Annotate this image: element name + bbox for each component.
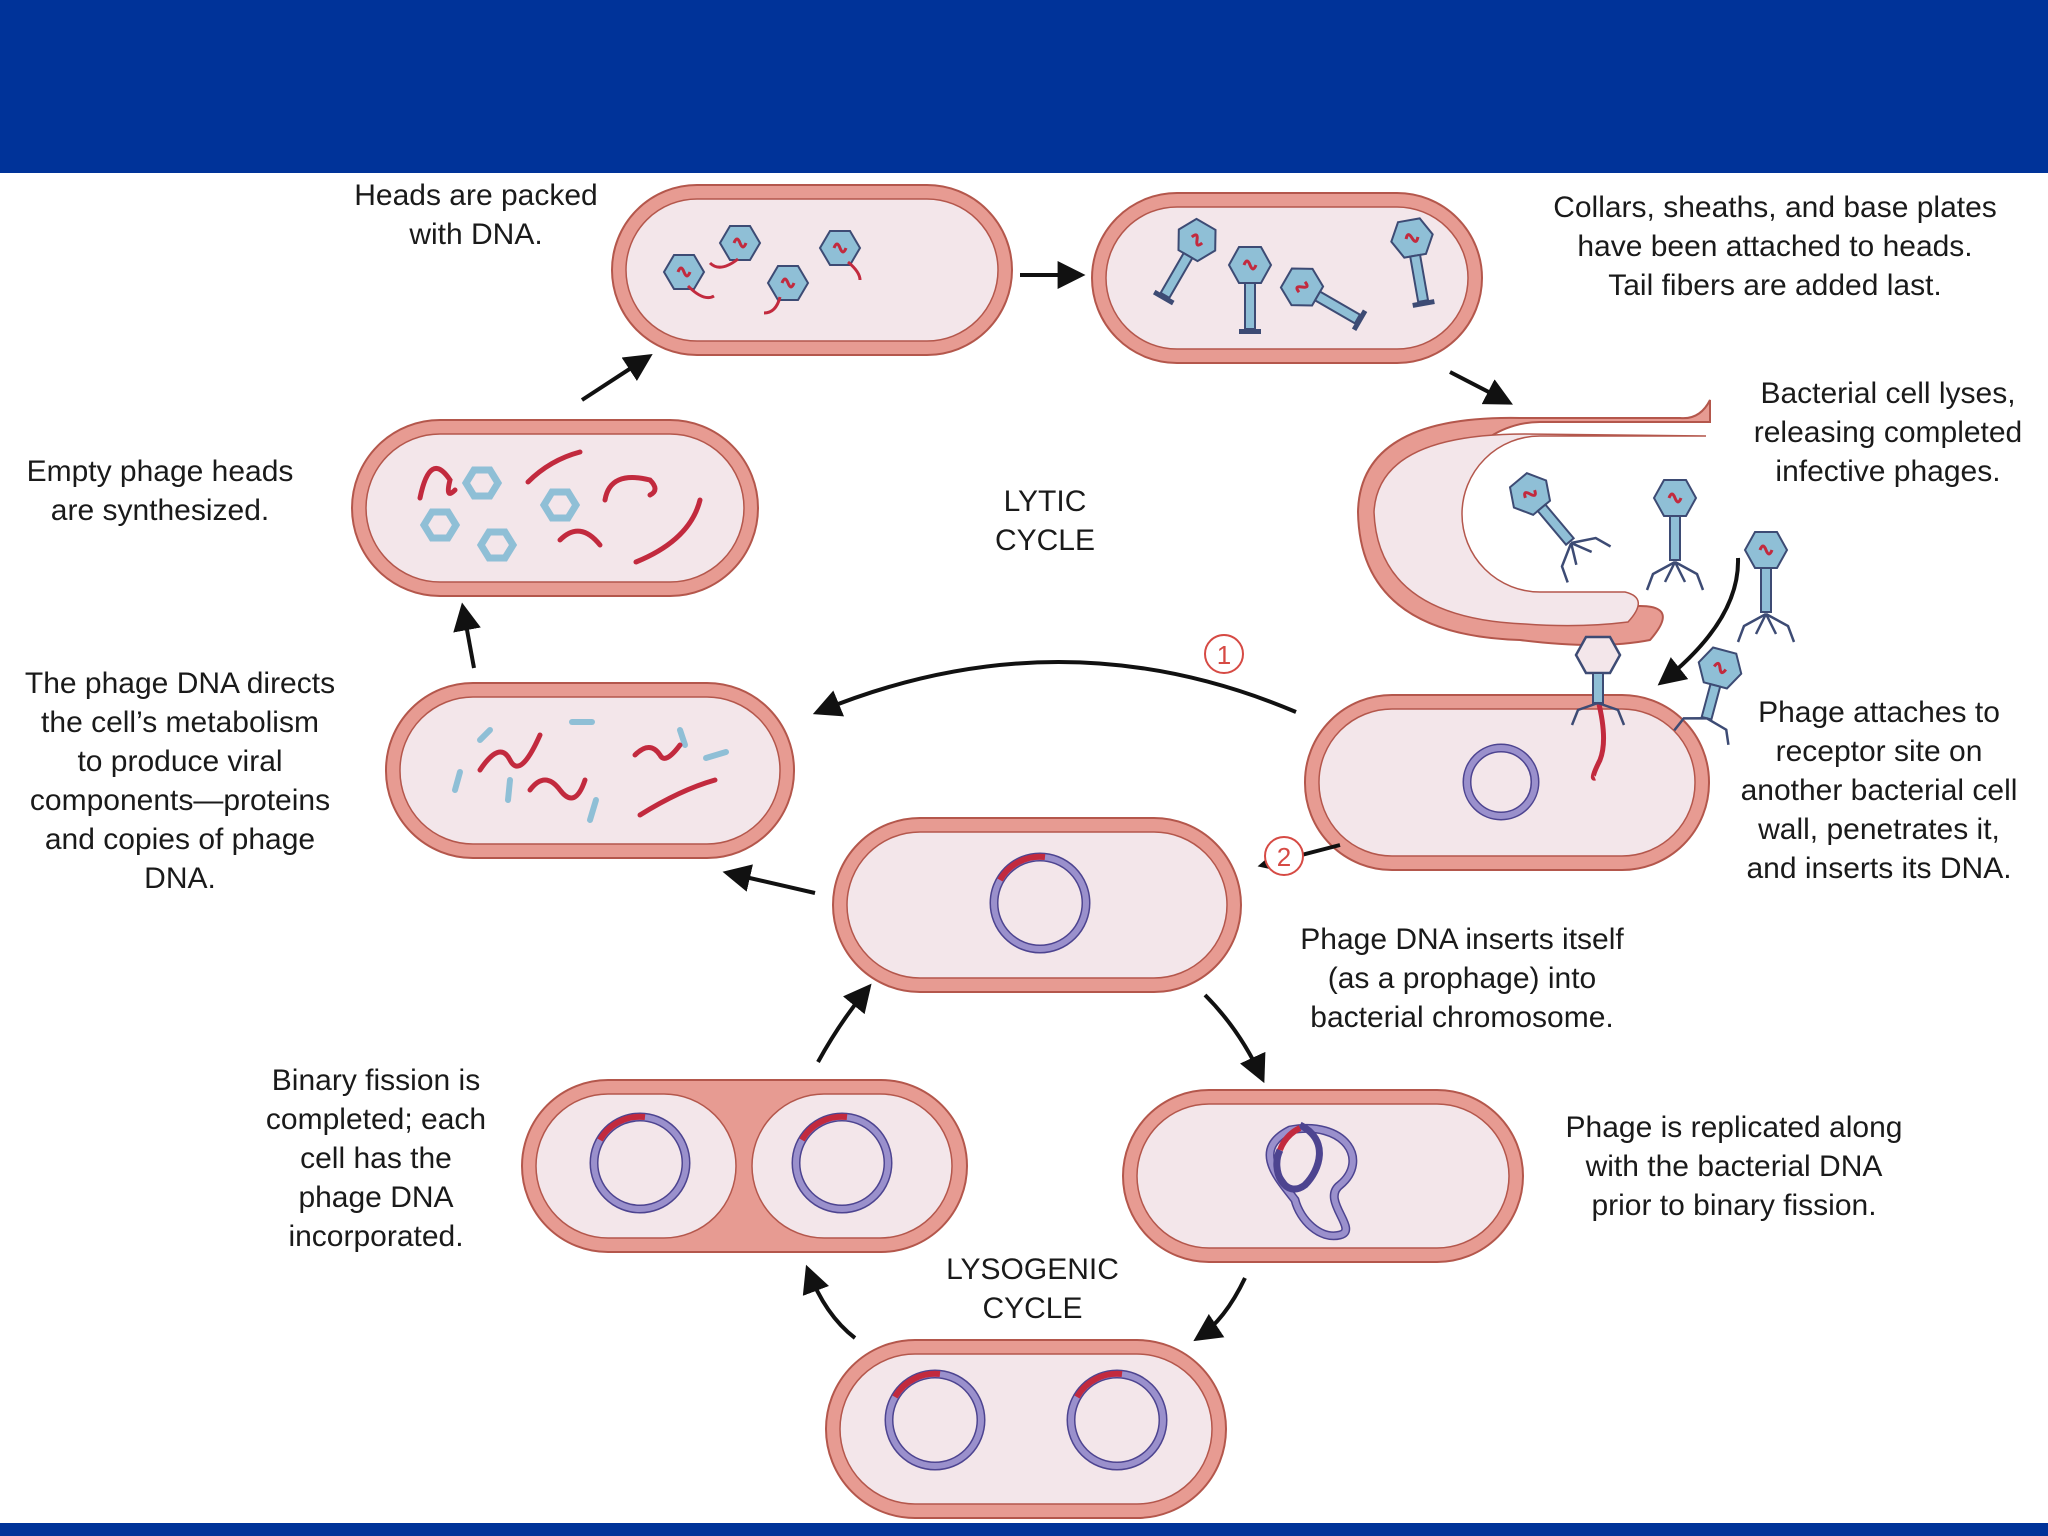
injected-phage-dna <box>1590 699 1606 781</box>
top-banner <box>0 0 2048 173</box>
arrow-prophage-to-components <box>722 864 816 895</box>
label-line: CYCLE <box>982 1292 1083 1325</box>
label-line: incorporated. <box>288 1220 464 1253</box>
phage-protein-rods <box>452 719 729 823</box>
label-line: have been attached to heads. <box>1577 230 1973 263</box>
packed-phage-heads <box>662 225 862 315</box>
cell-division <box>521 1079 968 1253</box>
arrow-prophage-to-replication <box>1203 993 1266 1084</box>
arrow-assembly-to-lysis <box>1449 370 1513 405</box>
label-replicated: Phage is replicated along with the bacte… <box>1520 1108 1948 1225</box>
label-lytic-cycle: LYTIC CYCLE <box>935 482 1155 560</box>
infection-chromosome <box>1462 743 1540 821</box>
label-line: The phage DNA directs <box>24 667 336 700</box>
step-marker-1-text: 1 <box>1217 640 1231 670</box>
phage-dna-strands <box>417 449 703 565</box>
label-line: Tail fibers are added last. <box>1608 269 1942 302</box>
arrow-step1-lytic <box>812 660 1297 717</box>
phage-dna-copies <box>477 732 718 818</box>
label-line: with the bacterial DNA <box>1585 1150 1883 1183</box>
label-line: DNA. <box>144 862 216 895</box>
label-line: completed; each <box>265 1103 487 1136</box>
label-attaches: Phage attaches to receptor site on anoth… <box>1710 693 2048 888</box>
label-line: Collars, sheaths, and base plates <box>1553 191 1997 224</box>
label-line: Heads are packed <box>354 179 598 212</box>
label-line: (as a prophage) into <box>1327 962 1597 995</box>
label-line: and copies of phage <box>44 823 316 856</box>
label-line: Empty phage heads <box>26 455 294 488</box>
label-line: the cell’s metabolism <box>41 706 319 739</box>
label-line: are synthesized. <box>50 494 270 527</box>
label-directs: The phage DNA directs the cell’s metabol… <box>0 664 360 898</box>
label-line: CYCLE <box>994 524 1096 557</box>
label-line: receptor site on <box>1775 735 1983 768</box>
label-line: releasing completed <box>1753 416 2023 449</box>
label-line: Binary fission is <box>271 1064 481 1097</box>
label-line: another bacterial cell <box>1740 774 2018 807</box>
label-line: cell has the <box>300 1142 452 1175</box>
label-line: Phage attaches to <box>1758 696 2000 729</box>
label-line: LYSOGENIC <box>946 1253 1119 1286</box>
label-line: Bacterial cell lyses, <box>1760 377 2016 410</box>
label-lysogenic-cycle: LYSOGENIC CYCLE <box>900 1250 1165 1328</box>
label-line: bacterial chromosome. <box>1310 1001 1614 1034</box>
label-line: wall, penetrates it, <box>1758 813 2000 846</box>
cell-synthesis-components <box>385 682 795 859</box>
attached-phages <box>1570 635 1743 745</box>
label-inserts: Phage DNA inserts itself (as a prophage)… <box>1252 920 1672 1037</box>
assembled-phages <box>1152 217 1435 334</box>
label-binary-fission: Binary fission is completed; each cell h… <box>226 1061 526 1256</box>
bottom-banner <box>0 1523 2048 1536</box>
step-marker-2-text: 2 <box>1277 842 1291 872</box>
label-line: to produce viral <box>77 745 283 778</box>
arrow-components-to-heads <box>453 602 481 669</box>
label-line: Phage DNA inserts itself <box>1300 923 1624 956</box>
label-line: components—proteins <box>29 784 331 817</box>
label-lyses: Bacterial cell lyses, releasing complete… <box>1720 374 2048 491</box>
arrow-heads-to-packing <box>580 353 653 402</box>
arrow-daughters-to-division <box>802 1264 857 1340</box>
label-collars: Collars, sheaths, and base plates have b… <box>1495 188 2048 305</box>
arrow-division-to-prophage <box>816 983 872 1063</box>
arrow-lysis-to-infection <box>1657 557 1741 686</box>
cell-daughters <box>825 1339 1227 1519</box>
cell-infection <box>1304 694 1710 871</box>
label-line: Phage is replicated along <box>1565 1111 1903 1144</box>
label-line: LYTIC <box>1003 485 1087 518</box>
label-line: infective phages. <box>1775 455 2001 488</box>
label-empty-heads: Empty phage heads are synthesized. <box>0 452 320 530</box>
step-marker-2: 2 <box>1264 836 1304 876</box>
released-phages <box>1508 471 1796 643</box>
cell-packing <box>611 184 1013 356</box>
cell-prophage <box>832 817 1242 993</box>
step-marker-1: 1 <box>1204 634 1244 674</box>
label-line: with DNA. <box>409 218 543 251</box>
label-line: and inserts its DNA. <box>1746 852 2012 885</box>
arrow-replication-to-daughters <box>1193 1277 1247 1342</box>
cell-lysis <box>1356 399 1711 646</box>
label-line: prior to binary fission. <box>1591 1189 1877 1222</box>
label-line: phage DNA <box>298 1181 454 1214</box>
label-heads-packed: Heads are packed with DNA. <box>318 176 634 254</box>
cell-replication <box>1122 1089 1524 1263</box>
empty-phage-heads <box>419 466 581 562</box>
